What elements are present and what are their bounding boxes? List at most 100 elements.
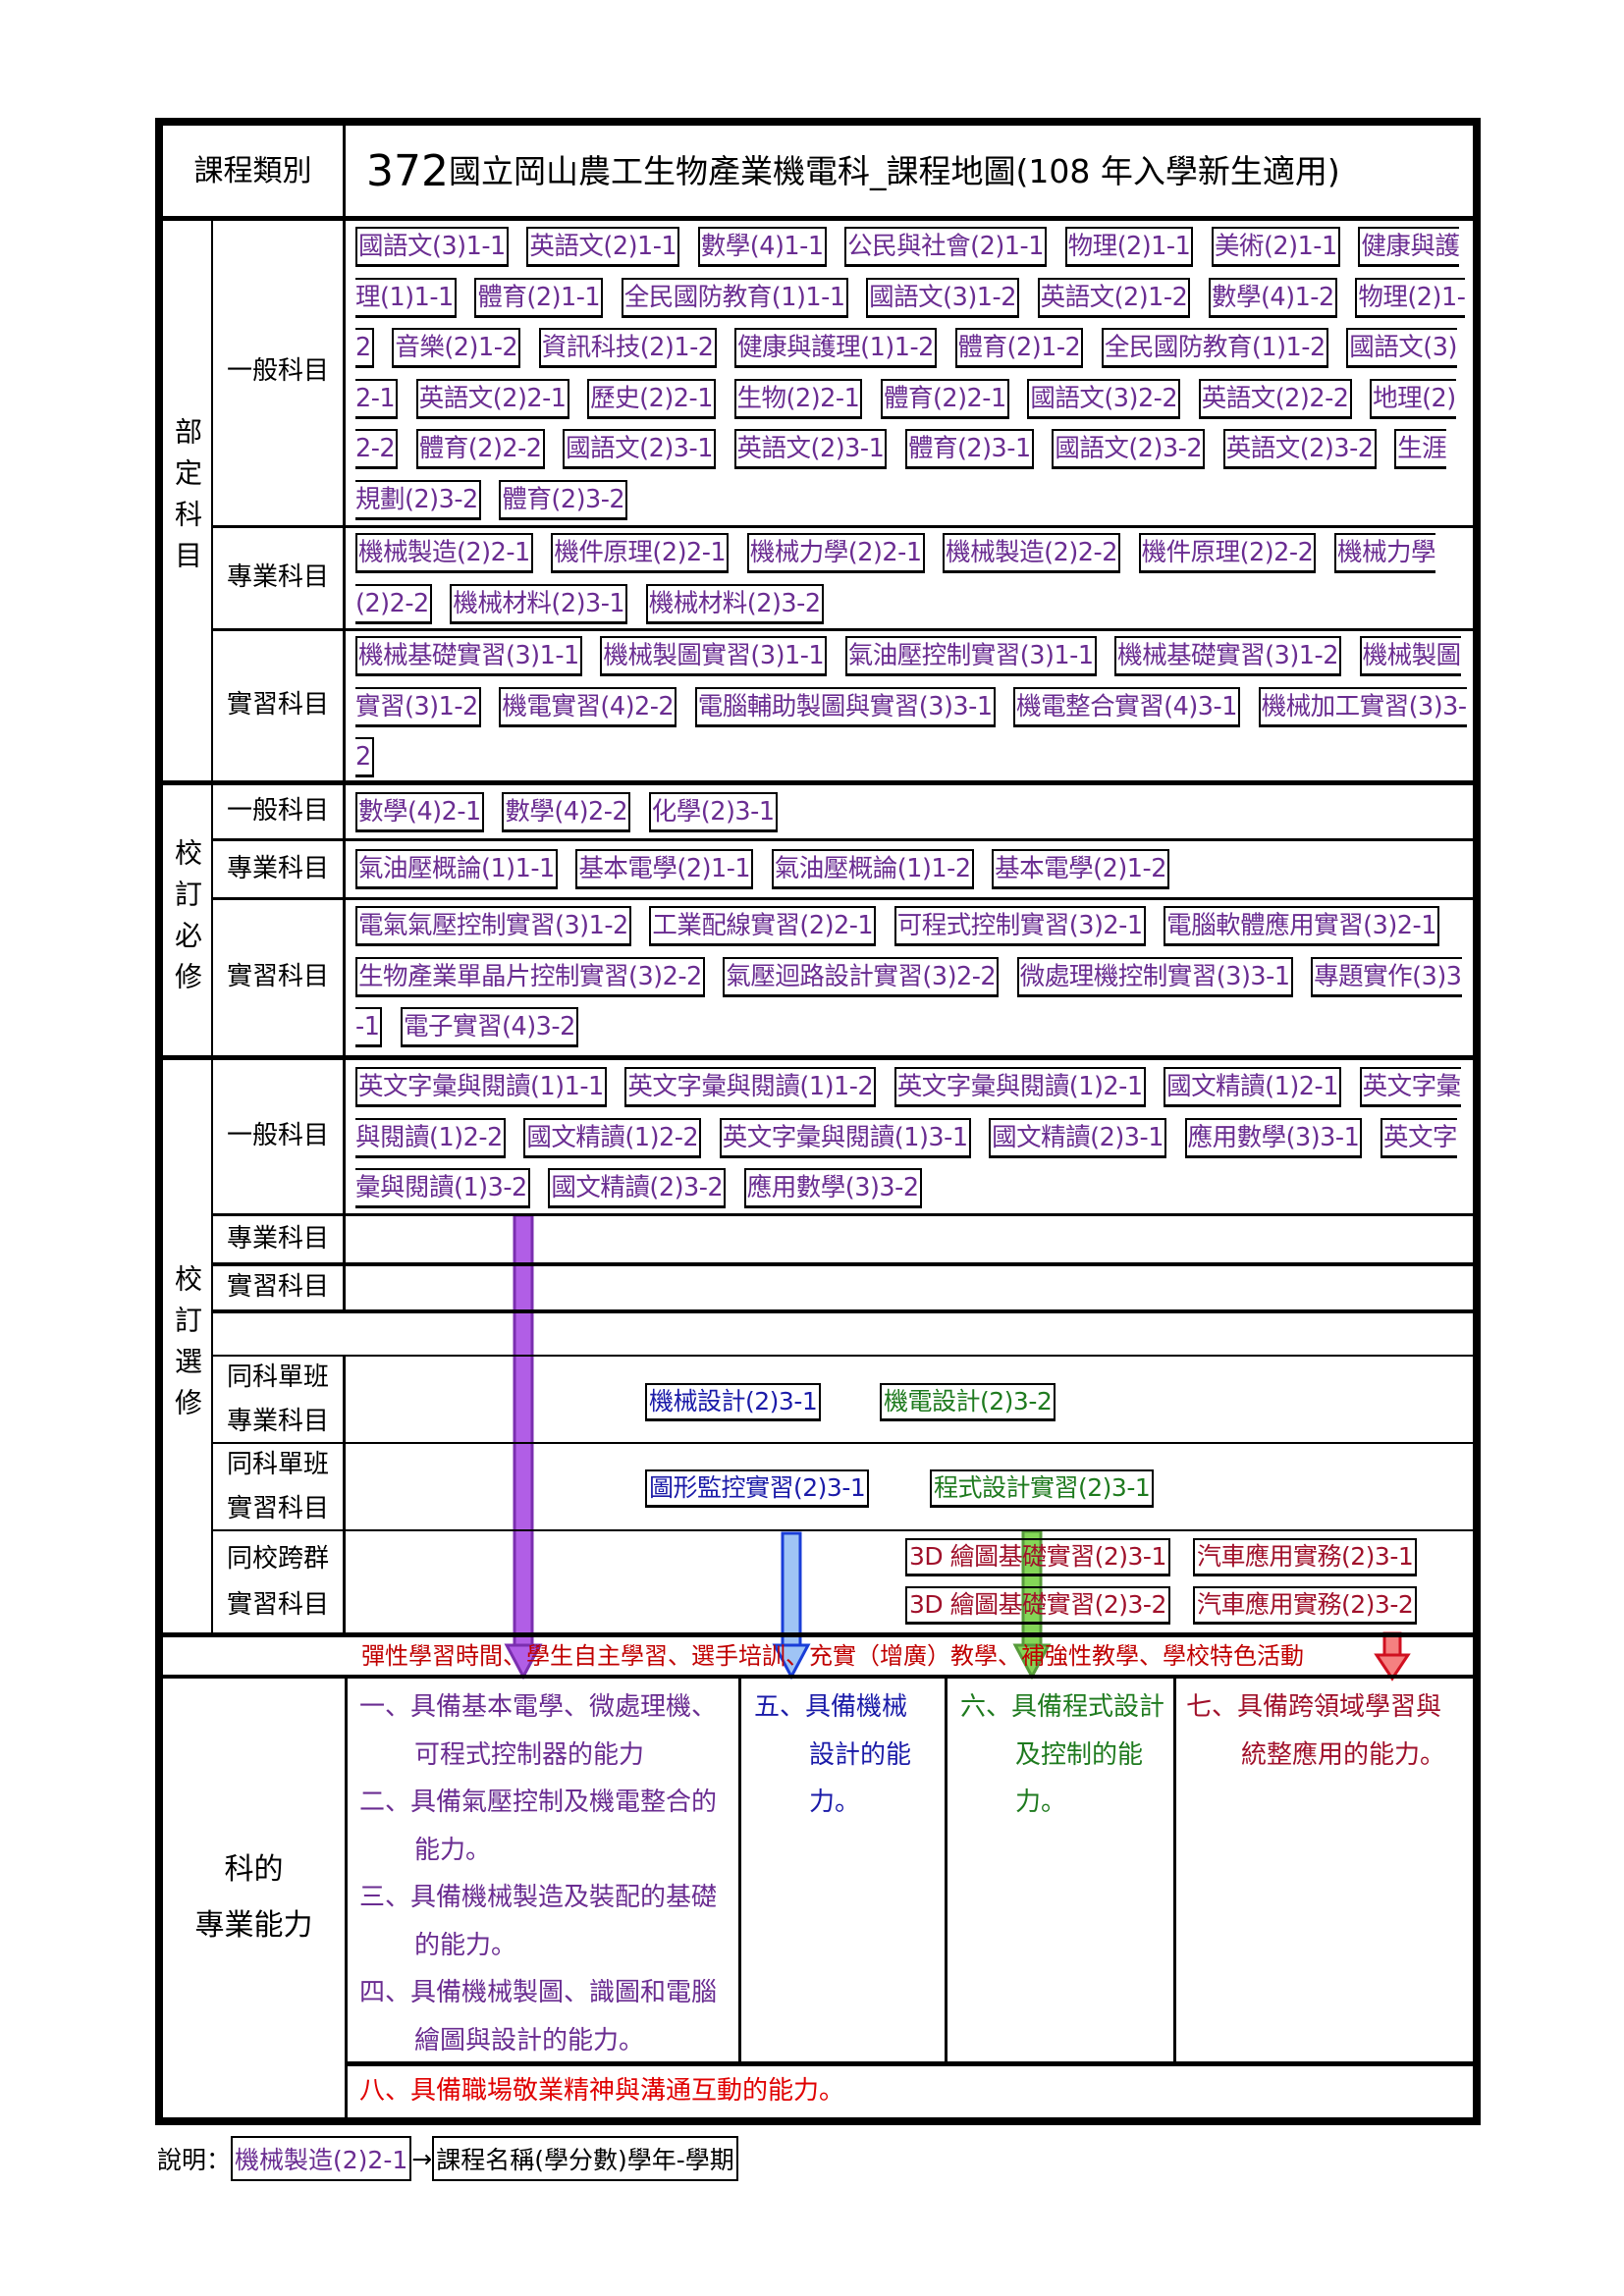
course-chip: 國文精讀(2)3-1 bbox=[989, 1117, 1166, 1158]
course-chip: 基本電學(2)1-1 bbox=[575, 849, 754, 889]
course-list: 氣油壓概論(1)1-1 基本電學(2)1-1 氣油壓概論(1)1-2 基本電學(… bbox=[355, 844, 1467, 895]
course-chip: 應用數學(3)3-1 bbox=[1184, 1117, 1363, 1158]
row-label-professional: 專業科目 bbox=[226, 1223, 329, 1254]
ability-item: 四、具備機械製圖、識圖和電腦繪圖與設計的能力。 bbox=[359, 1978, 718, 2056]
row-label-professional: 專業科目 bbox=[226, 853, 329, 883]
ability-list: 一、具備基本電學、微處理機、可程式控制器的能力 二、具備氣壓控制及機電整合的能力… bbox=[359, 1683, 732, 2064]
course-chip: 英語文(2)1-2 bbox=[1037, 277, 1191, 318]
course-chip: 電腦輔助製圖與實習(3)3-1 bbox=[694, 686, 996, 727]
course-chip: 程式設計實習(2)3-1 bbox=[930, 1469, 1155, 1508]
course-chip: 英語文(2)1-1 bbox=[526, 227, 680, 267]
course-chip: 國語文(3)1-1 bbox=[355, 227, 509, 267]
course-chip: 氣壓迴路設計實習(3)2-2 bbox=[723, 956, 1000, 997]
course-chip: 音樂(2)1-2 bbox=[392, 328, 521, 368]
category-school-required: 校訂必修 bbox=[171, 837, 203, 1003]
course-chip: 化學(2)3-1 bbox=[648, 792, 778, 832]
course-chip: 國語文(3)1-2 bbox=[866, 277, 1019, 318]
course-chip: 基本電學(2)1-2 bbox=[992, 849, 1169, 889]
course-chip: 應用數學(3)3-2 bbox=[743, 1168, 922, 1208]
course-chip: 英文字彙與閱讀(1)1-2 bbox=[624, 1067, 877, 1107]
course-chip: 生物產業單晶片控制實習(3)2-2 bbox=[355, 956, 705, 997]
ability-item: 五、具備機械設計的能力。 bbox=[754, 1692, 912, 1817]
ability-list: 六、具備程式設計及控制的能力。 bbox=[960, 1683, 1166, 1827]
course-chip: 英語文(2)2-1 bbox=[415, 378, 569, 419]
course-chip: 國文精讀(1)2-1 bbox=[1164, 1067, 1341, 1107]
row-label-same-dept-professional: 同科單班專業科目 bbox=[226, 1362, 329, 1436]
course-chip: 生涯規劃(2)3-2 bbox=[355, 429, 1447, 520]
course-chip: 資訊科技(2)1-2 bbox=[538, 328, 717, 368]
course-chip: 國文精讀(1)2-2 bbox=[523, 1117, 702, 1158]
course-chip: 英文字彙與閱讀(1)3-2 bbox=[355, 1117, 1457, 1208]
course-chip: 機械力學(2)2-2 bbox=[355, 533, 1435, 624]
course-chip: 機件原理(2)2-1 bbox=[551, 533, 730, 573]
course-chip: 機械材料(2)3-1 bbox=[450, 583, 628, 624]
green-arrow-icon bbox=[1012, 1529, 1052, 1681]
course-category-header: 課程類別 bbox=[193, 154, 312, 188]
course-list: 數學(4)2-1 數學(4)2-2 化學(2)3-1 bbox=[355, 787, 1467, 838]
course-chip: 體育(2)2-2 bbox=[415, 429, 545, 469]
course-chip: 歷史(2)2-1 bbox=[587, 378, 716, 419]
page-title: 372 國立岡山農工生物產業機電科_課程地圖(108 年入學新生適用) bbox=[347, 126, 1473, 218]
red-arrow-icon bbox=[1374, 1631, 1411, 1682]
course-chip: 機電實習(4)2-2 bbox=[499, 686, 677, 727]
course-chip: 生物(2)2-1 bbox=[733, 378, 863, 419]
course-chip: 機電整合實習(4)3-1 bbox=[1013, 686, 1240, 727]
course-chip: 英語文(2)3-2 bbox=[1222, 429, 1377, 469]
course-chip: 電腦軟體應用實習(3)2-1 bbox=[1164, 906, 1439, 946]
legend-label: 說明： bbox=[157, 2146, 232, 2174]
ability-item: 七、具備跨領域學習與統整應用的能力。 bbox=[1186, 1692, 1446, 1770]
title-text: 國立岡山農工生物產業機電科_課程地圖(108 年入學新生適用) bbox=[448, 151, 1340, 190]
course-chip: 數學(4)1-2 bbox=[1208, 277, 1337, 318]
row-label-general: 一般科目 bbox=[226, 1121, 329, 1151]
course-chip: 體育(2)1-1 bbox=[474, 277, 604, 318]
ability-item: 一、具備基本電學、微處理機、可程式控制器的能力 bbox=[359, 1692, 718, 1770]
course-chip: 英文字彙與閱讀(1)1-1 bbox=[355, 1067, 607, 1107]
row-label-practice: 實習科目 bbox=[226, 962, 329, 992]
course-chip: 機械製圖實習(3)1-1 bbox=[600, 636, 828, 676]
course-chip: 體育(2)2-1 bbox=[880, 378, 1009, 419]
abilities-label: 科的專業能力 bbox=[194, 1851, 313, 1943]
course-list: 國語文(3)1-1 英語文(2)1-1 數學(4)1-1 公民與社會(2)1-1… bbox=[355, 222, 1467, 525]
course-chip: 微處理機控制實習(3)3-1 bbox=[1016, 956, 1293, 997]
row-label-cross-group: 同校跨群實習科目 bbox=[226, 1543, 329, 1620]
course-chip: 電子實習(4)3-2 bbox=[401, 1007, 578, 1047]
course-chip: 全民國防教育(1)1-1 bbox=[621, 277, 848, 318]
flex-learning-time: 彈性學習時間、學生自主學習、選手培訓、充實（增廣）教學、補強性教學、學校特色活動 bbox=[361, 1642, 1304, 1670]
curriculum-map-frame bbox=[155, 118, 1481, 2125]
course-chip: 機械製圖實習(3)1-2 bbox=[355, 636, 1461, 727]
ability-item: 三、具備機械製造及裝配的基礎的能力。 bbox=[359, 1883, 718, 1960]
course-chip: 機械基礎實習(3)1-2 bbox=[1114, 636, 1341, 676]
row-label-practice: 實習科目 bbox=[226, 690, 329, 721]
ability-item: 二、具備氣壓控制及機電整合的能力。 bbox=[359, 1788, 718, 1865]
course-chip: 健康與護理(1)1-1 bbox=[355, 227, 1460, 318]
course-chip: 氣油壓概論(1)1-2 bbox=[771, 849, 974, 889]
blue-arrow-icon bbox=[772, 1531, 811, 1681]
course-chip: 汽車應用實務(2)3-1 bbox=[1193, 1538, 1418, 1576]
legend-example-chip: 機械製造(2)2-1 bbox=[231, 2136, 412, 2181]
course-chip: 英文字彙與閱讀(1)2-2 bbox=[355, 1067, 1461, 1158]
course-chip: 氣油壓控制實習(3)1-1 bbox=[844, 636, 1097, 676]
course-chip: 機械基礎實習(3)1-1 bbox=[355, 636, 582, 676]
ability-item: 六、具備程式設計及控制的能力。 bbox=[960, 1692, 1165, 1817]
course-chip: 體育(2)1-2 bbox=[954, 328, 1084, 368]
course-chip: 機電設計(2)3-2 bbox=[880, 1383, 1056, 1421]
row-label-general: 一般科目 bbox=[226, 796, 329, 827]
course-chip: 國文精讀(2)3-2 bbox=[548, 1168, 727, 1208]
course-list: 機械基礎實習(3)1-1 機械製圖實習(3)1-1 氣油壓控制實習(3)1-1 … bbox=[355, 631, 1467, 783]
course-chip: 美術(2)1-1 bbox=[1211, 227, 1340, 267]
course-chip: 英文字彙與閱讀(1)2-1 bbox=[893, 1067, 1146, 1107]
row-label-professional: 專業科目 bbox=[226, 562, 329, 593]
course-chip: 英文字彙與閱讀(1)3-1 bbox=[719, 1117, 971, 1158]
course-list: 英文字彙與閱讀(1)1-1 英文字彙與閱讀(1)1-2 英文字彙與閱讀(1)2-… bbox=[355, 1062, 1467, 1214]
course-chip: 機械力學(2)2-1 bbox=[746, 533, 925, 573]
course-chip: 物理(2)1-2 bbox=[355, 277, 1466, 368]
course-chip: 3D 繪圖基礎實習(2)3-2 bbox=[905, 1586, 1170, 1625]
course-chip: 國語文(2)3-2 bbox=[1052, 429, 1206, 469]
course-list: 機械製造(2)2-1 機件原理(2)2-1 機械力學(2)2-1 機械製造(2)… bbox=[355, 528, 1467, 629]
course-chip: 汽車應用實務(2)3-2 bbox=[1193, 1586, 1418, 1625]
course-chip: 機械設計(2)3-1 bbox=[645, 1383, 822, 1421]
course-chip: 體育(2)3-1 bbox=[904, 429, 1034, 469]
course-chip: 數學(4)2-2 bbox=[502, 792, 631, 832]
title-number: 372 bbox=[366, 145, 449, 196]
